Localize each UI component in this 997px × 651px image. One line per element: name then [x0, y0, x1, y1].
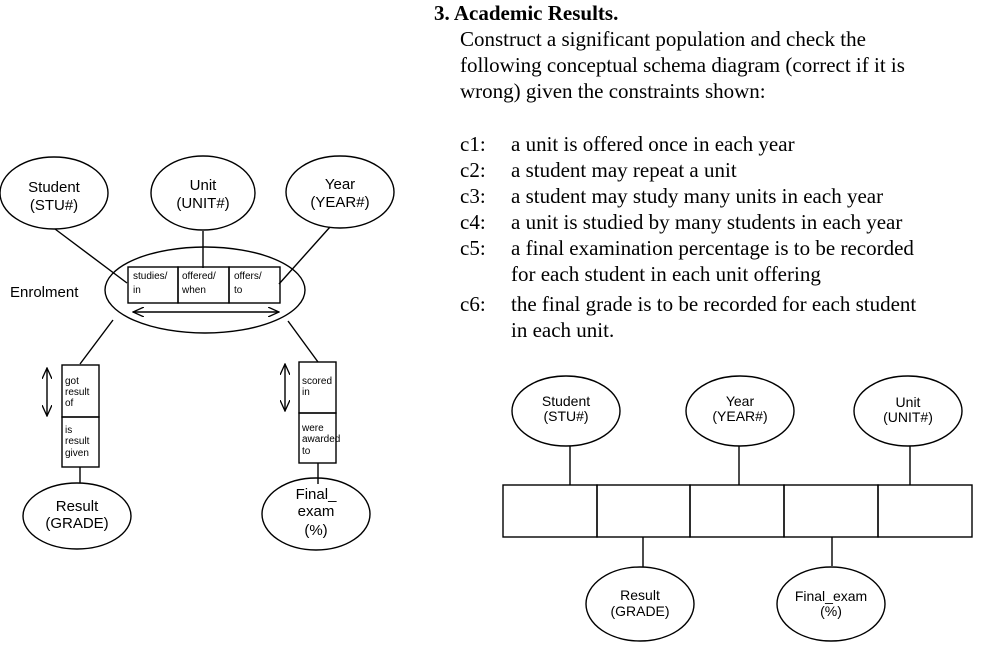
role-label: of — [65, 398, 74, 409]
entity-label: (YEAR#) — [310, 194, 369, 211]
role-box — [877, 484, 973, 538]
entity-label: Final_exam — [795, 588, 867, 604]
left-diagram — [0, 155, 395, 551]
entity-final-exam — [776, 566, 886, 642]
role-label: result — [65, 436, 90, 447]
role-label: were — [301, 423, 324, 434]
constraint-id: c1: — [460, 132, 486, 156]
role-label: awarded — [302, 434, 340, 445]
entity-result — [22, 482, 132, 550]
role-label: result — [65, 387, 90, 398]
text-block: 3. Academic Results. Construct a signifi… — [434, 1, 916, 342]
role-label: to — [234, 285, 243, 296]
role-box — [228, 266, 281, 304]
entity-label: Student — [28, 179, 81, 196]
entity-year — [285, 155, 395, 229]
entity-label: Unit — [896, 394, 921, 410]
intro-line: wrong) given the constraints shown: — [460, 79, 766, 103]
role-box — [502, 484, 598, 538]
role-box — [298, 412, 337, 464]
enrolment-label: Enrolment — [10, 284, 79, 301]
intro-line: Construct a significant population and c… — [460, 27, 866, 51]
role-box — [61, 416, 100, 468]
role-label: to — [302, 446, 311, 457]
entity-label: (GRADE) — [610, 603, 669, 619]
constraint-text: a unit is studied by many students in ea… — [511, 210, 902, 234]
right-diagram — [502, 375, 973, 642]
connector — [287, 320, 319, 363]
role-label: is — [65, 425, 72, 436]
entity-label: Final_ — [296, 486, 338, 503]
constraint-text: a final examination percentage is to be … — [511, 236, 914, 260]
role-label: scored — [302, 376, 332, 387]
role-label: offers/ — [234, 271, 262, 282]
role-label: got — [65, 376, 79, 387]
role-box — [783, 484, 879, 538]
entity-label: (UNIT#) — [176, 195, 229, 212]
entity-label: Result — [620, 587, 660, 603]
entity-label: (%) — [304, 522, 327, 539]
constraint-text: for each student in each unit offering — [511, 262, 821, 286]
heading: 3. Academic Results. — [434, 1, 618, 25]
right-diagram-labels: Student (STU#) Year (YEAR#) Unit (UNIT#)… — [542, 393, 933, 619]
constraint-id: c2: — [460, 158, 486, 182]
entity-label: (YEAR#) — [712, 408, 767, 424]
entity-result — [585, 566, 695, 642]
connector — [79, 319, 114, 365]
enrolment-ellipse — [104, 246, 306, 334]
entity-label: Year — [726, 393, 755, 409]
role-label: given — [65, 448, 89, 459]
entity-label: exam — [298, 503, 335, 520]
entity-label: (GRADE) — [45, 515, 108, 532]
role-box — [596, 484, 691, 538]
entity-label: (UNIT#) — [883, 409, 933, 425]
entity-label: Student — [542, 393, 590, 409]
role-label: in — [133, 285, 141, 296]
entity-label: Result — [56, 498, 99, 515]
role-label: when — [181, 285, 206, 296]
entity-year — [685, 375, 795, 447]
entity-label: Year — [325, 176, 355, 193]
entity-final-exam — [261, 477, 371, 551]
role-box — [689, 484, 785, 538]
role-label: in — [302, 387, 310, 398]
entity-label: (STU#) — [30, 197, 78, 214]
constraint-text: in each unit. — [511, 318, 614, 342]
entity-unit — [853, 375, 963, 447]
intro-line: following conceptual schema diagram (cor… — [460, 53, 905, 77]
left-diagram-labels: Student (STU#) Unit (UNIT#) Year (YEAR#)… — [10, 176, 370, 539]
constraint-text: a student may study many units in each y… — [511, 184, 883, 208]
connector — [54, 228, 128, 284]
entity-unit — [150, 155, 256, 231]
entity-student — [511, 375, 621, 447]
constraint-id: c4: — [460, 210, 486, 234]
role-label: offered/ — [182, 271, 216, 282]
constraint-id: c5: — [460, 236, 486, 260]
role-label: studies/ — [133, 271, 168, 282]
constraint-text: a unit is offered once in each year — [511, 132, 795, 156]
entity-student — [0, 156, 109, 230]
entity-label: (STU#) — [543, 408, 588, 424]
connector — [278, 226, 331, 285]
constraint-id: c6: — [460, 292, 486, 316]
entity-label: (%) — [820, 603, 842, 619]
constraint-text: the final grade is to be recorded for ea… — [511, 292, 916, 316]
constraint-text: a student may repeat a unit — [511, 158, 737, 182]
entity-label: Unit — [190, 177, 218, 194]
constraint-id: c3: — [460, 184, 486, 208]
